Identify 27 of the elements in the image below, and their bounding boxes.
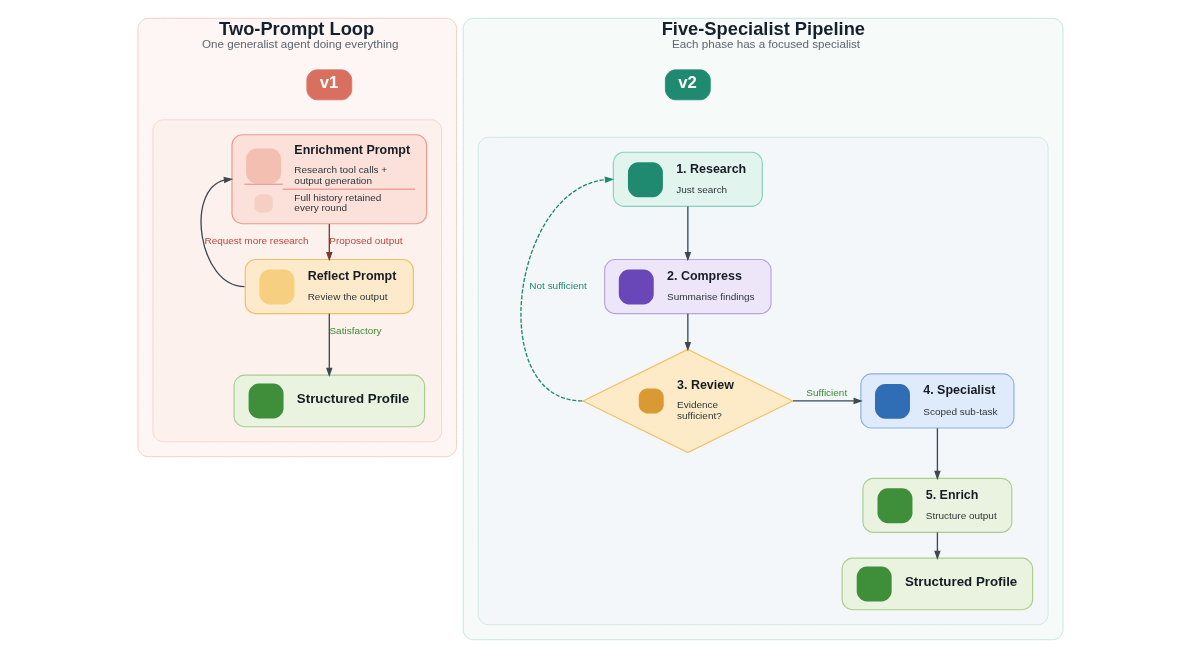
node-box: Structured Profile bbox=[841, 557, 1033, 611]
arrow bbox=[199, 176, 245, 288]
node-diamond: 3. Review Evidence sufficient? bbox=[581, 348, 794, 454]
edge-label: Request more research bbox=[203, 235, 309, 247]
edge-label: Proposed output bbox=[328, 235, 402, 247]
node-box: Enrichment Prompt Research tool calls + output generation Full history retained every round bbox=[230, 134, 427, 225]
node-box: v1 bbox=[305, 69, 352, 101]
arrow bbox=[684, 313, 691, 352]
node-box: 1. Research Just search bbox=[612, 151, 763, 207]
arrow bbox=[684, 205, 691, 262]
node-box: v2 bbox=[664, 69, 711, 101]
arrow bbox=[933, 531, 941, 561]
node-box: Structured Profile bbox=[233, 374, 425, 428]
arrow bbox=[791, 397, 863, 405]
node-box: 5. Enrich Structure output bbox=[861, 477, 1012, 533]
arrow bbox=[933, 427, 941, 481]
node-box: 2. Compress Summarise findings bbox=[603, 258, 772, 315]
node-box: Reflect Prompt Review the output bbox=[244, 258, 414, 315]
arrow bbox=[519, 176, 614, 402]
edge-label: Sufficient bbox=[805, 386, 847, 398]
edge-label: Satisfactory bbox=[328, 325, 382, 337]
edge-label: Not sufficient bbox=[528, 280, 587, 292]
node-box: 4. Specialist Scoped sub-task bbox=[859, 373, 1015, 429]
arrow bbox=[325, 223, 333, 262]
cluster bbox=[151, 119, 442, 443]
arrow bbox=[325, 313, 333, 378]
cluster bbox=[477, 136, 1049, 626]
